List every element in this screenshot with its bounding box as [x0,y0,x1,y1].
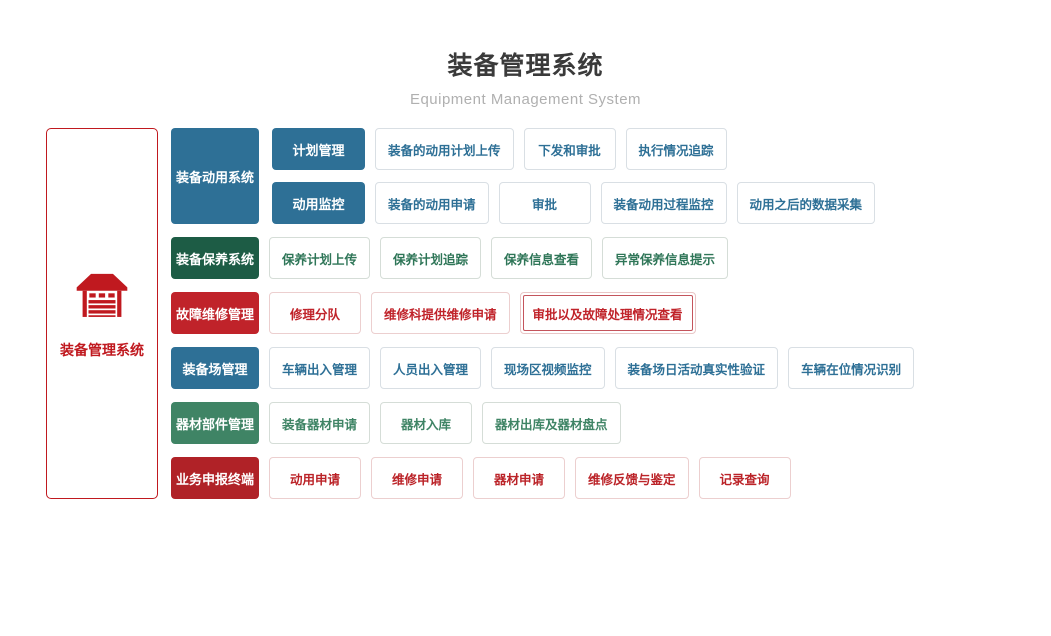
category-box: 故障维修管理 [171,292,259,334]
subcategory-box: 计划管理 [272,128,365,170]
feature-box: 器材入库 [380,402,473,444]
feature-box: 修理分队 [269,292,361,334]
category-box: 装备保养系统 [171,237,259,279]
feature-row: 装备场管理车辆出入管理人员出入管理现场区视频监控装备场日活动真实性验证车辆在位情… [171,347,915,389]
feature-box: 动用申请 [269,457,361,499]
section-group: 装备动用系统计划管理装备的动用计划上传下发和审批执行情况追踪动用监控装备的动用申… [171,128,914,224]
category-box: 装备动用系统 [171,128,259,224]
feature-row: 装备保养系统保养计划上传保养计划追踪保养信息查看异常保养信息提示 [171,237,914,279]
page-subtitle: Equipment Management System [409,91,642,108]
feature-box: 记录查询 [698,457,791,499]
feature-box: 器材出库及器材盘点 [482,402,621,444]
feature-box: 维修科提供维修申请 [371,292,510,334]
feature-row: 器材部件管理装备器材申请器材入库器材出库及器材盘点 [171,402,914,444]
feature-box: 保养计划追踪 [380,237,482,279]
feature-box: 执行情况追踪 [625,128,727,170]
feature-box: 审批以及故障处理情况查看 [519,292,696,334]
feature-box: 下发和审批 [523,128,616,170]
feature-box: 车辆出入管理 [269,347,371,389]
garage-icon [75,268,129,327]
feature-box: 审批 [498,182,591,224]
feature-box: 装备场日活动真实性验证 [614,347,779,389]
feature-box: 装备动用过程监控 [600,182,727,224]
feature-row: 计划管理装备的动用计划上传下发和审批执行情况追踪 [272,128,875,170]
feature-box: 动用之后的数据采集 [736,182,876,224]
feature-row: 业务申报终端动用申请维修申请器材申请维修反馈与鉴定记录查询 [171,457,914,499]
root-system-box: 装备管理系统 [46,128,158,499]
feature-box: 装备的动用计划上传 [375,128,514,170]
category-box: 器材部件管理 [171,402,259,444]
feature-box: 保养计划上传 [269,237,371,279]
system-diagram: 装备管理系统 装备动用系统计划管理装备的动用计划上传下发和审批执行情况追踪动用监… [46,128,915,499]
feature-box: 人员出入管理 [380,347,482,389]
feature-box: 装备器材申请 [269,402,371,444]
feature-row: 故障维修管理修理分队维修科提供维修申请审批以及故障处理情况查看 [171,292,914,334]
category-box: 业务申报终端 [171,457,259,499]
root-system-label: 装备管理系统 [60,341,144,358]
feature-row: 动用监控装备的动用申请审批装备动用过程监控动用之后的数据采集 [272,182,876,224]
page-header: 装备管理系统 Equipment Management System [0,46,1051,108]
feature-box: 维修申请 [371,457,463,499]
category-box: 装备场管理 [171,347,259,389]
feature-box: 维修反馈与鉴定 [575,457,689,499]
subsection-rows: 计划管理装备的动用计划上传下发和审批执行情况追踪动用监控装备的动用申请审批装备动… [272,128,876,224]
feature-box: 现场区视频监控 [491,347,605,389]
feature-box: 保养信息查看 [491,237,593,279]
subcategory-box: 动用监控 [272,182,365,224]
feature-box: 装备的动用申请 [375,182,489,224]
feature-box: 器材申请 [473,457,565,499]
feature-box: 异常保养信息提示 [602,237,729,279]
feature-box: 车辆在位情况识别 [788,347,915,389]
page-title: 装备管理系统 [447,52,604,80]
rows: 装备动用系统计划管理装备的动用计划上传下发和审批执行情况追踪动用监控装备的动用申… [171,128,915,499]
